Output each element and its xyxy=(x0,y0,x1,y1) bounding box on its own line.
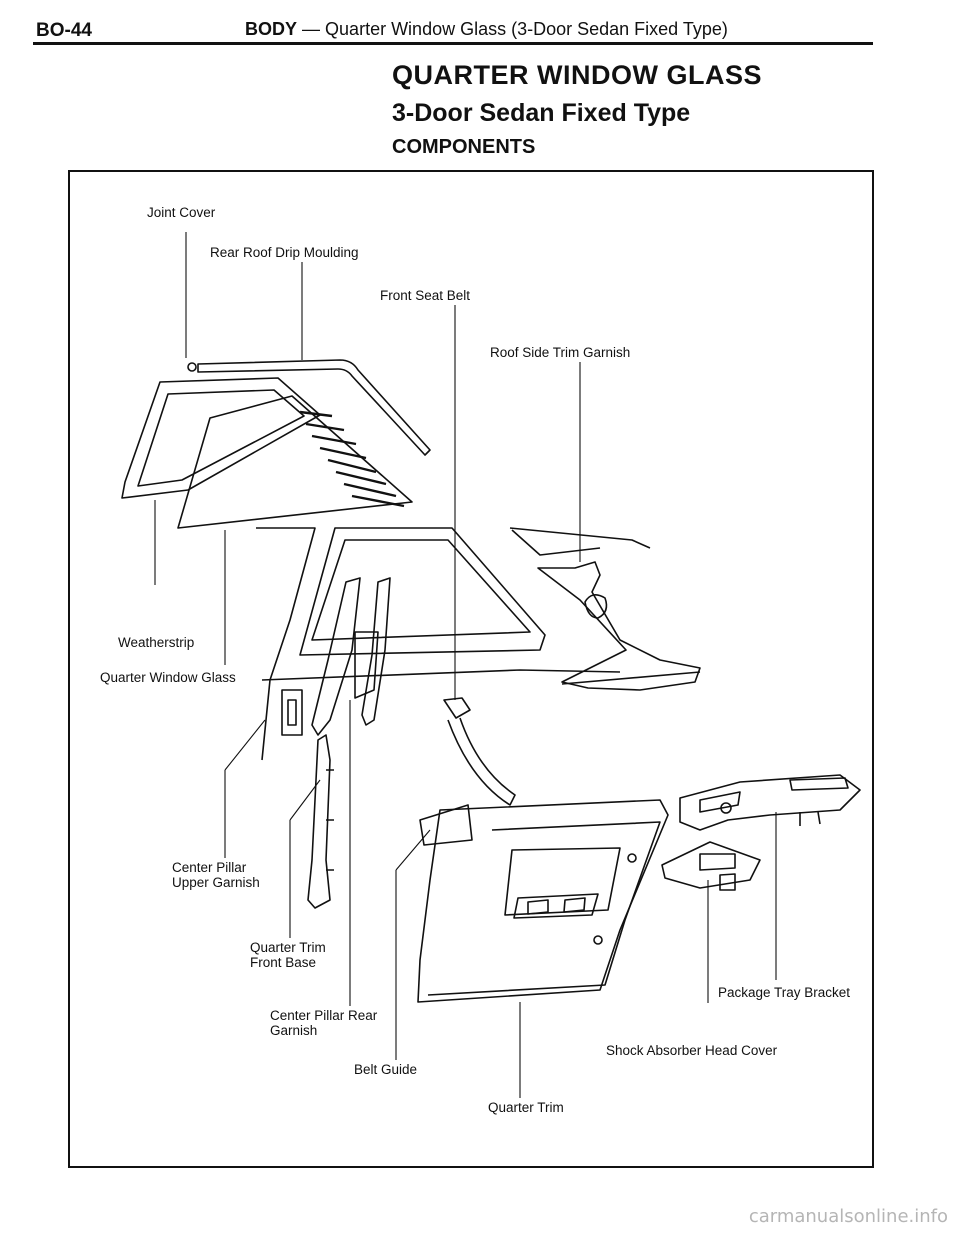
roof-side-trim-garnish xyxy=(537,561,701,691)
label-line: Upper Garnish xyxy=(172,875,260,890)
label-line: Center Pillar Rear xyxy=(270,1008,378,1023)
label-quarter-trim: Quarter Trim xyxy=(488,1100,564,1115)
quarter-window-glass xyxy=(177,395,413,529)
label-quarter-window-glass: Quarter Window Glass xyxy=(100,670,236,685)
header-title: BODY — Quarter Window Glass (3-Door Seda… xyxy=(245,19,728,40)
label-line: Front Base xyxy=(250,955,317,970)
label-front-seat-belt: Front Seat Belt xyxy=(380,288,471,303)
label-line: Garnish xyxy=(270,1023,318,1038)
center-pillar-upper-garnish xyxy=(311,577,391,736)
label-center-pillar-rear-garnish: Center Pillar Rear Garnish xyxy=(270,1008,377,1038)
label-shock-absorber-head-cover: Shock Absorber Head Cover xyxy=(606,1043,778,1058)
header-rule xyxy=(33,42,873,45)
label-belt-guide: Belt Guide xyxy=(354,1062,418,1077)
page-code: BO-44 xyxy=(36,20,92,41)
header-separator: — xyxy=(302,19,321,39)
package-tray-bracket xyxy=(679,774,861,831)
page-subtitle: 3-Door Sedan Fixed Type xyxy=(392,99,691,127)
quarter-trim xyxy=(417,799,669,1003)
label-center-pillar-upper-garnish: Center Pillar Upper Garnish xyxy=(172,860,260,890)
quarter-trim-front-base xyxy=(281,689,303,736)
label-weatherstrip: Weatherstrip xyxy=(118,635,195,650)
rear-roof-drip-moulding xyxy=(187,359,431,456)
label-line: Center Pillar xyxy=(172,860,247,875)
label-quarter-trim-front-base: Quarter Trim Front Base xyxy=(250,940,326,970)
label-roof-side-trim-garnish: Roof Side Trim Garnish xyxy=(490,345,631,360)
weatherstrip xyxy=(121,377,321,499)
diagram-frame xyxy=(68,170,874,1168)
section-heading: COMPONENTS xyxy=(392,136,536,158)
shock-absorber-head-cover xyxy=(661,841,761,891)
page-title: QUARTER WINDOW GLASS xyxy=(392,60,762,90)
label-joint-cover: Joint Cover xyxy=(147,205,216,220)
label-rear-roof-drip-moulding: Rear Roof Drip Moulding xyxy=(210,245,359,260)
header-section: BODY xyxy=(245,19,298,39)
center-pillar-rear-garnish xyxy=(307,734,334,909)
watermark: carmanualsonline.info xyxy=(748,1206,948,1227)
label-line: Quarter Trim xyxy=(250,940,326,955)
front-seat-belt xyxy=(419,697,516,846)
label-package-tray-bracket: Package Tray Bracket xyxy=(718,985,851,1000)
leader-lines xyxy=(154,232,777,1098)
header-subtitle: Quarter Window Glass (3-Door Sedan Fixed… xyxy=(325,19,728,39)
